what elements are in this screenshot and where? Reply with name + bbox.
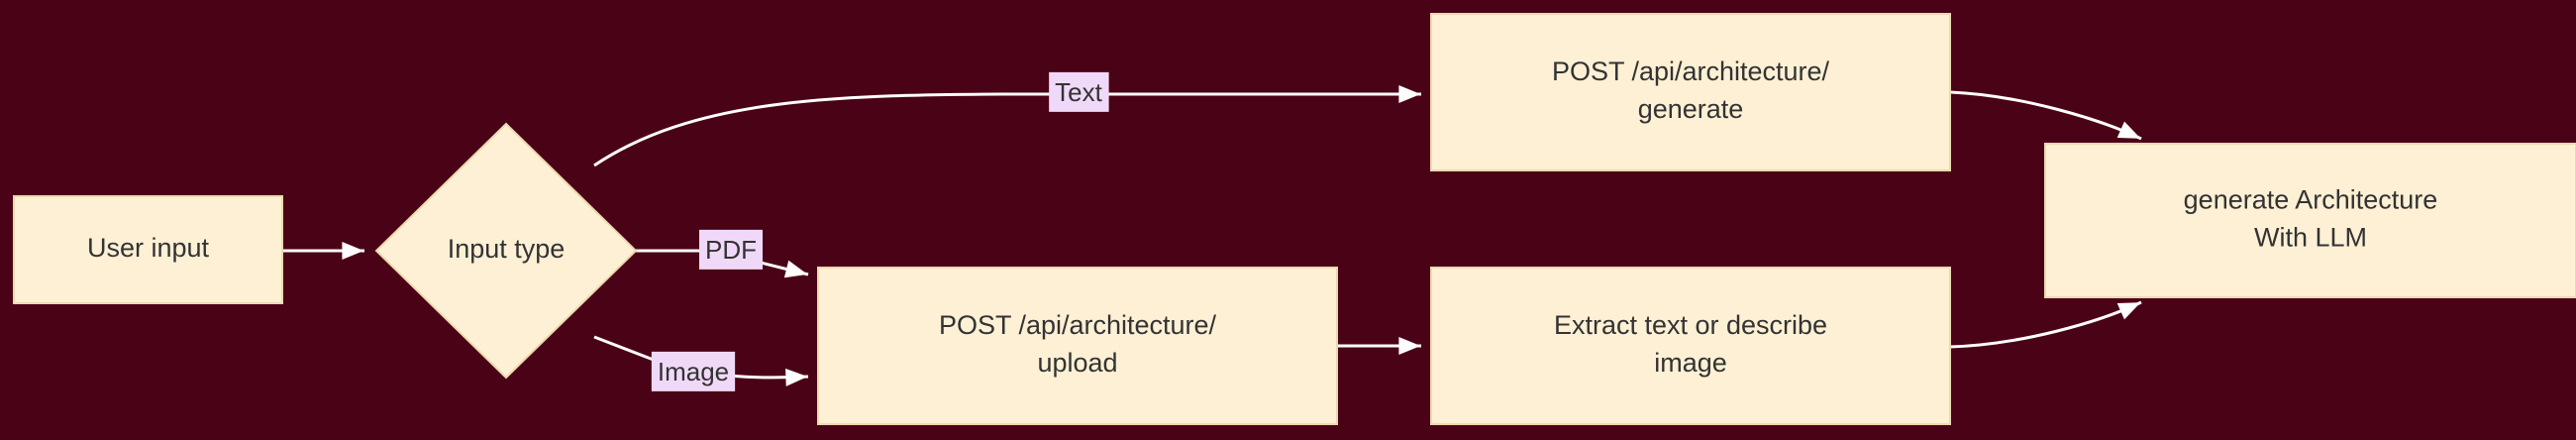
edge-line bbox=[593, 92, 1421, 167]
node-label-line: generate bbox=[1638, 94, 1744, 124]
edge-label-background bbox=[651, 351, 736, 391]
process-box[interactable] bbox=[817, 267, 1338, 425]
node-api-generate[interactable]: POST /api/architecture/generate bbox=[1430, 13, 1951, 171]
arrowhead-icon bbox=[1398, 85, 1421, 103]
node-user-input[interactable]: User input bbox=[13, 195, 283, 304]
process-box[interactable] bbox=[2044, 143, 2576, 298]
arrowhead-icon bbox=[785, 368, 808, 386]
node-label-line: POST /api/architecture/ bbox=[939, 310, 1217, 340]
edge-label-input-type-to-api-generate: Text bbox=[1049, 71, 1109, 112]
node-label-line: upload bbox=[1037, 348, 1117, 378]
decision-diamond[interactable] bbox=[374, 122, 638, 380]
edge-label-background bbox=[699, 229, 763, 270]
edge-api-upload-to-extract-text bbox=[1337, 337, 1421, 355]
node-label-line: With LLM bbox=[2254, 223, 2367, 253]
node-label-line: image bbox=[1654, 348, 1727, 378]
edge-api-generate-to-llm bbox=[1949, 90, 2142, 141]
arrowhead-icon bbox=[2116, 121, 2141, 139]
arrowhead-icon bbox=[1398, 337, 1421, 355]
edge-input-type-to-api-generate bbox=[593, 85, 1421, 167]
arrowhead-icon bbox=[342, 242, 364, 260]
edge-label-input-type-to-api-upload-pdf: PDF bbox=[699, 229, 763, 270]
edge-label-text: Text bbox=[1055, 77, 1102, 107]
node-input-type[interactable]: Input type bbox=[374, 122, 638, 380]
node-label-line: Input type bbox=[448, 234, 566, 264]
node-label-line: Extract text or describe bbox=[1554, 310, 1827, 340]
arrowhead-icon bbox=[783, 260, 808, 278]
edge-label-background bbox=[1049, 71, 1109, 112]
edge-label-input-type-to-api-upload-image: Image bbox=[651, 351, 736, 391]
edge-extract-text-to-llm bbox=[1949, 300, 2142, 349]
edge-label-text: Image bbox=[658, 357, 729, 386]
edge-user-input-to-input-type bbox=[282, 242, 364, 260]
process-box[interactable] bbox=[1430, 13, 1951, 171]
node-label-line: generate Architecture bbox=[2184, 185, 2438, 215]
node-label-line: POST /api/architecture/ bbox=[1552, 56, 1830, 86]
node-label-line: User input bbox=[87, 233, 210, 263]
edges-layer bbox=[282, 85, 2142, 386]
arrowhead-icon bbox=[2116, 302, 2141, 320]
node-api-upload[interactable]: POST /api/architecture/upload bbox=[817, 267, 1338, 425]
edge-label-text: PDF bbox=[705, 235, 757, 265]
process-box[interactable] bbox=[13, 195, 283, 304]
node-extract-text[interactable]: Extract text or describe image bbox=[1430, 267, 1951, 425]
process-box[interactable] bbox=[1430, 267, 1951, 425]
